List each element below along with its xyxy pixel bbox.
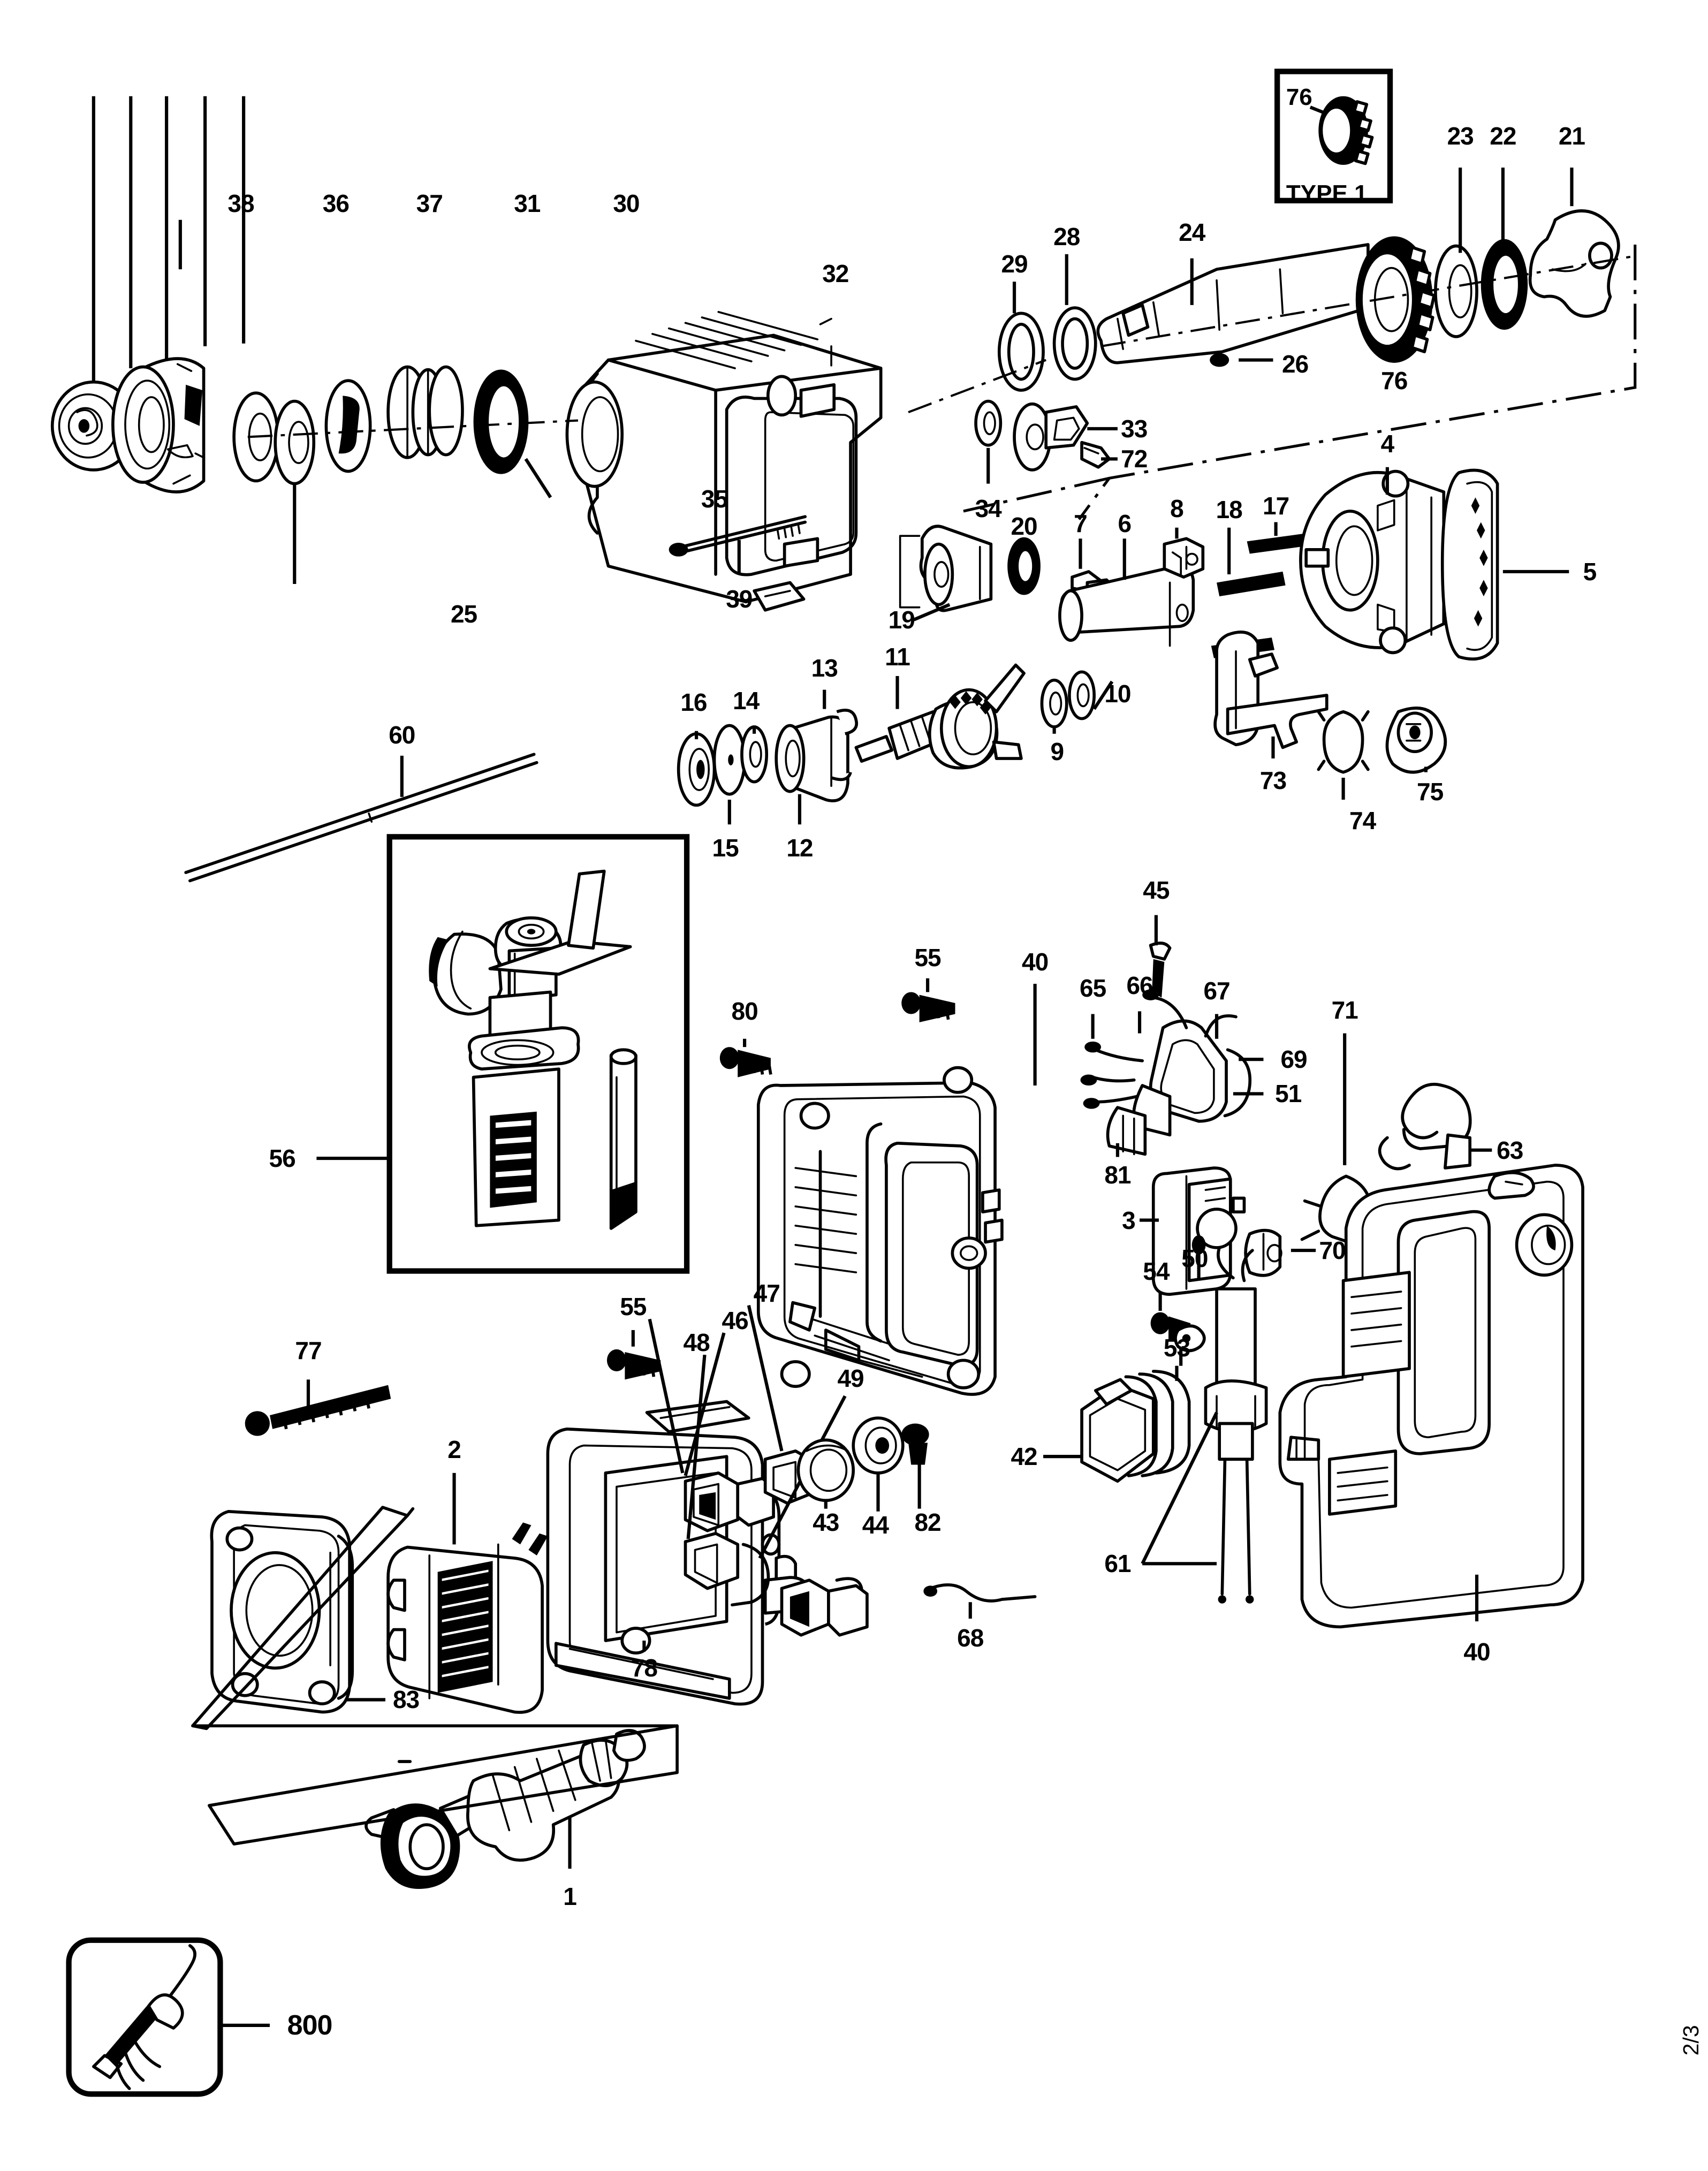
- part-callout-37: 37: [416, 189, 443, 217]
- part-callout-63: 63: [1497, 1136, 1523, 1164]
- part-callout-30: 30: [613, 189, 640, 217]
- inset-label-type1-name: TYPE 1: [1286, 180, 1368, 207]
- part-callout-7: 7: [1074, 510, 1088, 538]
- part-callout-72: 72: [1121, 445, 1148, 473]
- part-callout-51: 51: [1275, 1080, 1302, 1108]
- part-callout-22: 22: [1490, 122, 1516, 150]
- part-callout-35: 35: [701, 484, 728, 513]
- part-callout-1: 1: [563, 1882, 577, 1910]
- part-callout-32: 32: [822, 259, 849, 287]
- part-callout-44: 44: [862, 1511, 889, 1539]
- part-callout-38: 38: [227, 189, 254, 217]
- part-callout-65: 65: [1080, 974, 1106, 1002]
- part-callout-25: 25: [450, 600, 477, 628]
- part-callout-24: 24: [1179, 218, 1205, 246]
- part-callout-74: 74: [1349, 806, 1376, 834]
- part-callout-47: 47: [753, 1279, 780, 1307]
- part-callout-31: 31: [514, 189, 541, 217]
- part-callout-11: 11: [885, 643, 910, 671]
- part-callout-66: 66: [1126, 971, 1153, 999]
- part-callout-40: 40: [1463, 1637, 1490, 1666]
- svg-text:2/3: 2/3: [1679, 2025, 1703, 2055]
- part-callout-69: 69: [1280, 1045, 1307, 1074]
- part-callout-14: 14: [733, 687, 760, 715]
- part-callout-49: 49: [837, 1364, 864, 1392]
- part-callout-77: 77: [295, 1337, 322, 1365]
- part-callout-8: 8: [1170, 494, 1184, 522]
- part-callout-21: 21: [1558, 122, 1585, 150]
- part-callout-46: 46: [722, 1306, 748, 1334]
- part-callout-5: 5: [1583, 557, 1597, 586]
- part-callout-29: 29: [1001, 249, 1028, 278]
- part-callout-48: 48: [683, 1329, 710, 1357]
- part-callout-82: 82: [914, 1508, 941, 1537]
- part-callout-75: 75: [1417, 777, 1444, 806]
- part-callout-23: 23: [1447, 122, 1474, 150]
- part-callout-54: 54: [1143, 1257, 1170, 1285]
- part-callout-36: 36: [322, 189, 350, 217]
- part-callout-68: 68: [957, 1623, 984, 1652]
- part-callout-43: 43: [813, 1508, 839, 1537]
- part-callout-60: 60: [389, 721, 415, 749]
- part-callout-53: 53: [1163, 1334, 1190, 1362]
- part-callout-67: 67: [1203, 976, 1230, 1005]
- part-callout-40: 40: [1022, 947, 1049, 976]
- part-callout-56: 56: [269, 1144, 296, 1173]
- part-callout-34: 34: [975, 494, 1002, 522]
- part-callout-19: 19: [888, 605, 915, 634]
- part-callout-45: 45: [1143, 876, 1170, 905]
- part-callout-3: 3: [1122, 1206, 1136, 1234]
- part-callout-4: 4: [1380, 430, 1395, 458]
- part-callout-17: 17: [1263, 491, 1289, 520]
- part-callout-33: 33: [1121, 414, 1148, 443]
- part-callout-26: 26: [1282, 350, 1309, 378]
- part-callout-83: 83: [392, 1686, 420, 1714]
- part-callout-55: 55: [620, 1293, 647, 1321]
- part-callout-2: 2: [447, 1436, 461, 1464]
- part-callout-70: 70: [1319, 1236, 1346, 1265]
- part-callout-800: 800: [287, 2009, 333, 2041]
- part-callout-81: 81: [1104, 1160, 1131, 1189]
- part-callout-39: 39: [726, 585, 753, 613]
- part-callout-20: 20: [1011, 512, 1037, 541]
- part-callout-71: 71: [1331, 996, 1358, 1024]
- part-callout-42: 42: [1011, 1443, 1037, 1471]
- part-callout-16: 16: [680, 688, 707, 716]
- part-callout-73: 73: [1259, 766, 1287, 795]
- part-callout-15: 15: [712, 833, 739, 862]
- part-callout-28: 28: [1053, 222, 1080, 250]
- part-callout-76: 76: [1381, 367, 1408, 395]
- part-callout-78: 78: [631, 1654, 658, 1682]
- part-callout-13: 13: [811, 654, 838, 682]
- part-callout-55: 55: [914, 944, 941, 972]
- part-callout-50: 50: [1181, 1244, 1208, 1273]
- part-callout-80: 80: [731, 997, 758, 1026]
- part-callout-10: 10: [1104, 680, 1131, 708]
- part-callout-9: 9: [1050, 738, 1064, 766]
- part-callout-6: 6: [1118, 510, 1132, 538]
- part-callout-12: 12: [786, 833, 813, 862]
- inset-label-type1-num: 76: [1286, 84, 1312, 111]
- part-callout-18: 18: [1216, 496, 1243, 524]
- part-callout-61: 61: [1104, 1550, 1131, 1578]
